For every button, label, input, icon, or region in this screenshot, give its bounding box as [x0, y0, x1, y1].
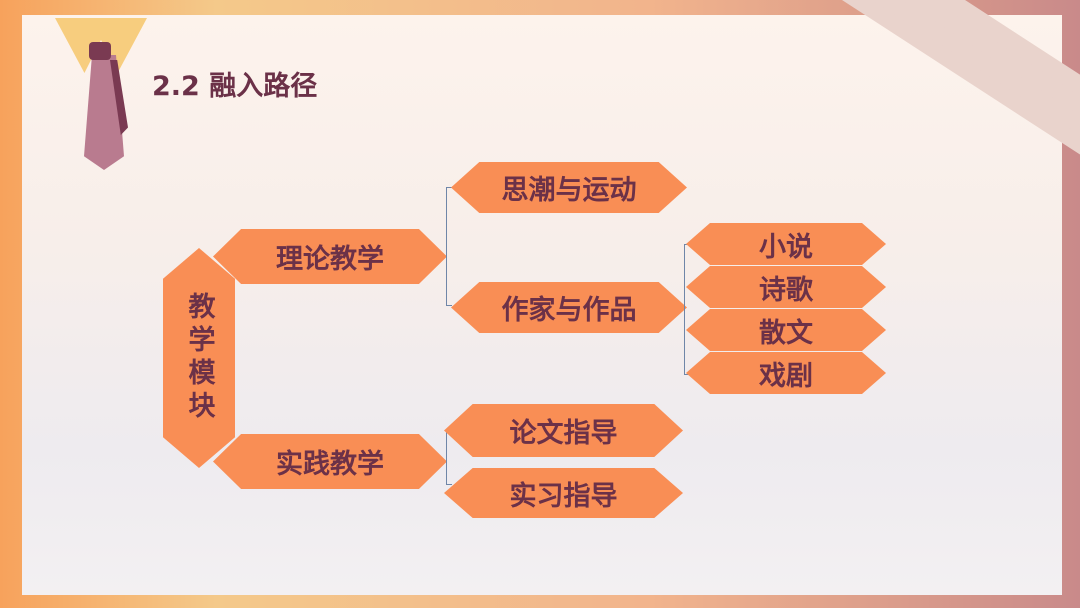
node-theory: 理论教学	[213, 229, 447, 284]
slide-title: 2.2 融入路径	[152, 71, 318, 102]
decorative-stripes	[820, 0, 1080, 190]
node-drama: 戏剧	[686, 352, 886, 394]
bracket-theory	[446, 187, 452, 306]
node-practice: 实践教学	[213, 434, 447, 489]
bracket-practice	[446, 430, 452, 485]
node-poetry: 诗歌	[686, 266, 886, 308]
bracket-works	[684, 244, 690, 375]
node-prose: 散文	[686, 309, 886, 351]
node-internship: 实习指导	[444, 468, 683, 518]
node-authors-works: 作家与作品	[451, 282, 687, 333]
node-novel: 小说	[686, 223, 886, 265]
tie-knot	[89, 42, 111, 60]
node-thesis: 论文指导	[444, 404, 683, 457]
root-node: 教学模块	[163, 248, 235, 468]
node-trends: 思潮与运动	[451, 162, 687, 213]
